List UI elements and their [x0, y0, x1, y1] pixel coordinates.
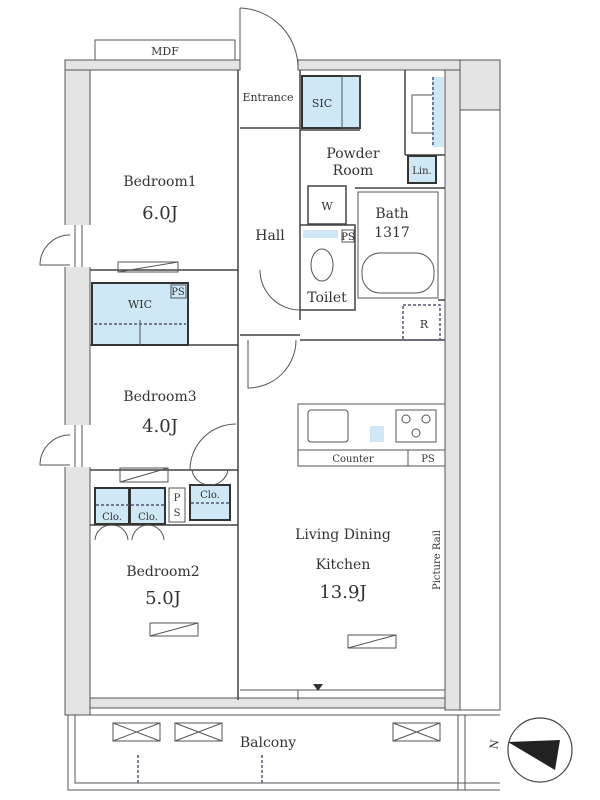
- entry-marker-icon: [313, 684, 323, 691]
- mdf-box: MDF: [94, 39, 236, 61]
- bedroom2-size: 5.0J: [145, 588, 181, 609]
- sic-label: SIC: [312, 97, 332, 110]
- bedroom3-size: 4.0J: [142, 416, 178, 437]
- washer-label: W: [321, 200, 333, 213]
- compass: N: [487, 717, 573, 783]
- powder-room-label-2: Room: [333, 163, 374, 179]
- balcony-label: Balcony: [240, 735, 296, 751]
- toilet-label: Toilet: [307, 290, 347, 306]
- entrance-label: Entrance: [242, 91, 293, 104]
- compass-label: N: [487, 738, 502, 750]
- ldk-label-1: Living Dining: [295, 527, 391, 543]
- closet-label-2: Clo.: [138, 512, 158, 523]
- bedroom2-label: Bedroom2: [126, 564, 199, 580]
- sic: SIC: [301, 75, 361, 129]
- counter-label: Counter: [332, 454, 373, 465]
- walls: [39, 59, 501, 716]
- bedroom3-label: Bedroom3: [123, 389, 196, 405]
- linen-label: Lin.: [412, 166, 431, 177]
- powder-room-label-1: Powder: [326, 146, 380, 162]
- ps-vertical-2: S: [174, 508, 181, 519]
- closet-label-1: Clo.: [102, 512, 122, 523]
- kitchen-ps-label: PS: [421, 454, 435, 465]
- bedroom1-label: Bedroom1: [123, 174, 196, 190]
- wic-ps-label: PS: [171, 287, 185, 298]
- bath-size: 1317: [374, 225, 410, 241]
- wic: PS WIC: [91, 282, 189, 346]
- toilet: PS Toilet: [303, 229, 355, 306]
- closets: Clo. Clo. P S Clo.: [94, 469, 231, 541]
- linen-closet: Lin.: [407, 155, 437, 184]
- ldk-size: 13.9J: [319, 582, 366, 603]
- hall-label: Hall: [255, 228, 285, 244]
- ldk-label-2: Kitchen: [316, 557, 371, 573]
- entrance-door[interactable]: [239, 7, 299, 70]
- ps-vertical-1: P: [174, 493, 181, 504]
- wic-label: WIC: [128, 298, 152, 311]
- toilet-ps-label: PS: [341, 232, 355, 243]
- refrigerator-label: R: [420, 318, 429, 331]
- partitions: [90, 70, 445, 700]
- refrigerator-space: R: [402, 304, 441, 341]
- kitchen-counter: Counter PS: [297, 403, 446, 467]
- vanity-sink: [411, 77, 444, 147]
- bath-label: Bath: [375, 206, 408, 222]
- bedroom1-size: 6.0J: [142, 203, 178, 224]
- bath: Bath 1317: [357, 191, 439, 299]
- north-arrow-icon: [508, 740, 560, 770]
- mdf-label: MDF: [151, 45, 179, 58]
- closet-label-3: Clo.: [200, 490, 220, 501]
- washer-space: W: [307, 185, 347, 225]
- picture-rail-label: Picture Rail: [432, 530, 443, 590]
- balcony: Balcony: [67, 714, 500, 791]
